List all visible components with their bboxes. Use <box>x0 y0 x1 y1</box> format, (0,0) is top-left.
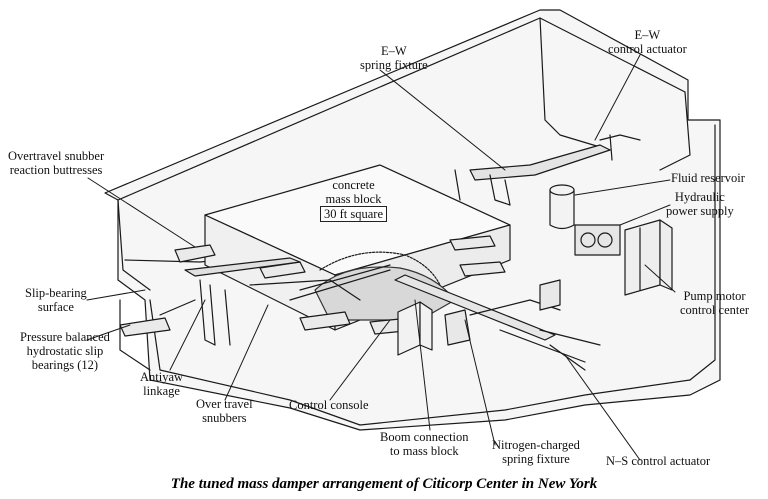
pump-motor-control-center <box>624 219 673 296</box>
antiyaw-linkage <box>159 257 391 346</box>
label-30ft-square: 30 ft square <box>320 206 388 222</box>
ns-spring-fixture <box>444 279 561 346</box>
label-control-console: Control console <box>289 398 369 412</box>
ns-boom <box>394 274 601 371</box>
hydraulic-power-supply <box>574 224 621 256</box>
fluid-reservoir <box>549 184 575 230</box>
callout-leaders <box>86 54 676 461</box>
control-console <box>397 301 433 356</box>
label-ns-control-actuator: N–S control actuator <box>606 454 711 468</box>
figure-caption: The tuned mass damper arrangement of Cit… <box>170 476 598 492</box>
label-fluid-reservoir: Fluid reservoir <box>671 171 745 185</box>
ew-spring-fixture <box>454 134 641 206</box>
